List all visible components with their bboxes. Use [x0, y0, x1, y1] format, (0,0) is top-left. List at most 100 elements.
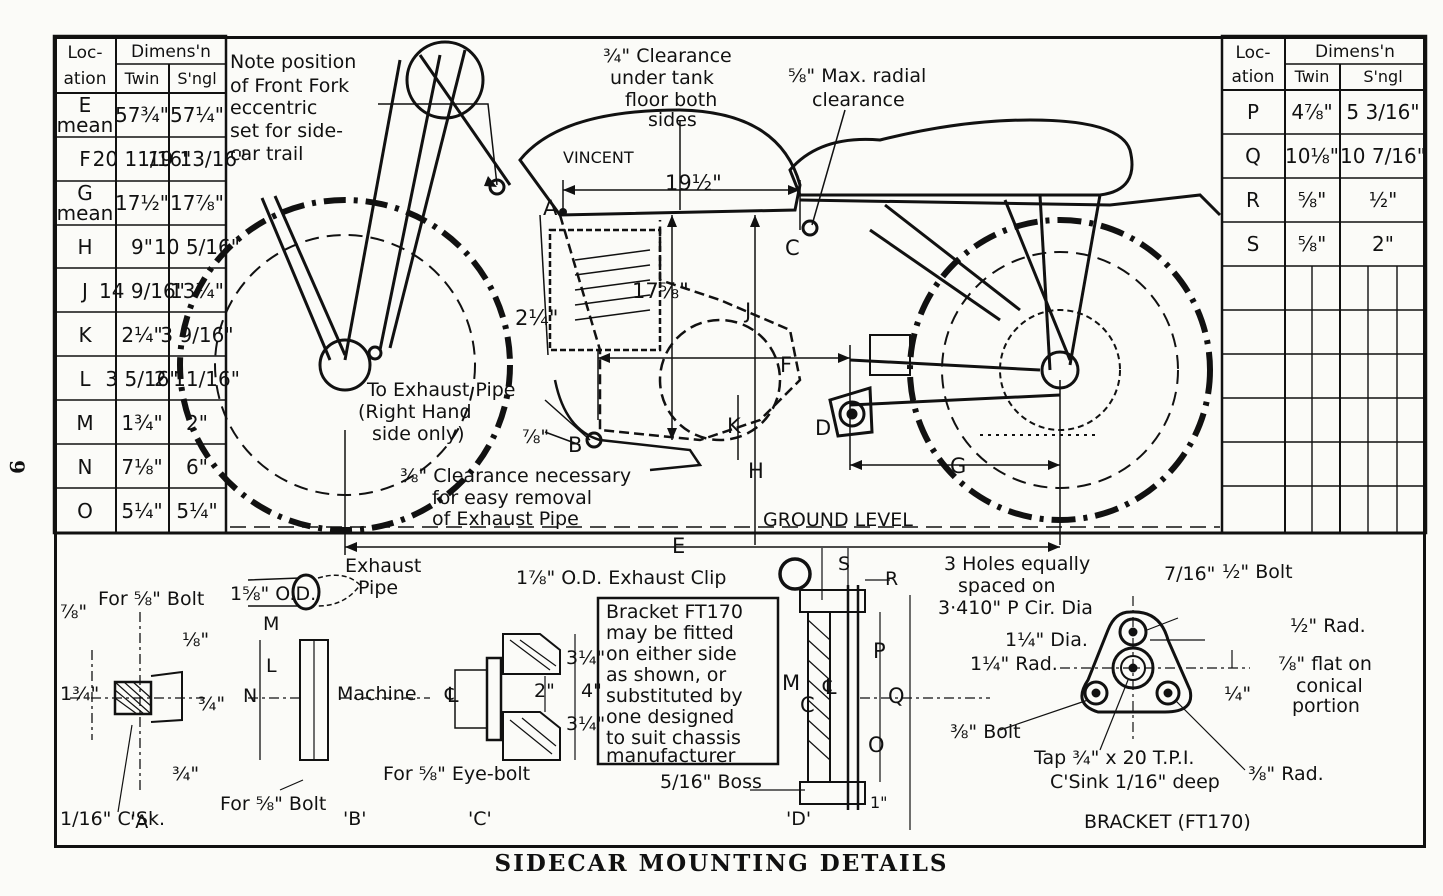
detail-C-labels: 1⅞" O.D. Exhaust Clip 3¼" 2" 4" 3¼" ℄ Fo… [383, 567, 726, 830]
lt-row-single: 3 9/16" [160, 323, 233, 347]
left-table-text: Loc- ation Dimens'n Twin S'ngl [64, 42, 217, 89]
mount-D-plate [828, 386, 874, 438]
radial-note-2: clearance [812, 89, 905, 111]
lt-row-loc: E [79, 93, 92, 117]
bracket-flat-1: ⅞" flat on [1278, 653, 1372, 675]
detail-A-label: 'A' [130, 811, 153, 833]
rt-row-twin: ⅝" [1298, 232, 1327, 256]
detail-B-pipe-2: Pipe [358, 577, 398, 599]
detail-B-N: N [243, 685, 257, 707]
detail-C-2: 2" [534, 680, 555, 702]
detail-D-label: 'D' [786, 808, 811, 830]
detail-C-4: 4" [581, 680, 602, 702]
label-D: D [815, 416, 831, 440]
removal-note-2: for easy removal [432, 487, 592, 509]
exhaust-note-1: To Exhaust Pipe [366, 379, 515, 401]
dim-7-8: ⅞" [522, 426, 549, 448]
lt-hdr-loc2: ation [64, 69, 107, 89]
lt-row-twin: 17½" [115, 191, 169, 215]
detail-B-labels: Exhaust Pipe 1⅝" O.D. M L N Machine For … [220, 555, 421, 830]
lt-row-twin: 3 5/16" [105, 367, 178, 391]
removal-note-3: of Exhaust Pipe [432, 508, 579, 530]
bracket-dia: 1¼" Dia. [1005, 629, 1088, 651]
bracket-ft170 [999, 596, 1250, 771]
tap-note-2: C'Sink 1/16" deep [1050, 771, 1220, 793]
right-table-grid [1222, 266, 1426, 533]
rt-row-loc: Q [1245, 144, 1261, 168]
lt-row-single: 2 11/16" [154, 367, 240, 391]
lt-hdr-dimens: Dimens'n [131, 42, 211, 62]
bracket-title: BRACKET (FT170) [1084, 811, 1251, 833]
lt-row-loc: L [79, 367, 91, 391]
lt-hdr-loc1: Loc- [67, 43, 102, 63]
detail-C [454, 633, 576, 761]
radial-note-1: ⅝" Max. radial [788, 65, 926, 87]
lt-row-loc: mean [57, 201, 114, 225]
detail-B-od: 1⅝" O.D. [230, 583, 316, 605]
bracket-note-1: Bracket FT170 [606, 601, 743, 623]
lt-hdr-single: S'ngl [177, 69, 216, 88]
detail-B-machine: Machine [337, 683, 417, 705]
rt-row-loc: R [1246, 188, 1260, 212]
bracket-flat-3: portion [1292, 695, 1360, 717]
rt-hdr-single: S'ngl [1363, 67, 1402, 86]
tank-note-3: floor both [625, 89, 717, 111]
rt-hdr-dimens: Dimens'n [1315, 42, 1395, 62]
label-J: J [743, 299, 751, 323]
bracket-bolt-half: ½" Bolt [1222, 561, 1293, 583]
bracket-rad-half: ½" Rad. [1290, 615, 1366, 637]
bike-dimension-lines [230, 103, 1220, 555]
bracket-note-7: to suit chassis [606, 727, 741, 749]
rt-row-twin: 10⅛" [1285, 144, 1339, 168]
ground-level: GROUND LEVEL [763, 509, 913, 531]
label-B: B [568, 433, 582, 457]
rt-row-single: 2" [1372, 232, 1394, 256]
bracket-note-5: substituted by [606, 685, 743, 707]
lt-row-loc: mean [57, 113, 114, 137]
rt-row-single: 10 7/16" [1340, 144, 1426, 168]
lt-row-twin: 7⅛" [121, 455, 162, 479]
detail-A-labels: For ⅝" Bolt ⅞" 1¾" ⅛" ¾" ¾" 1/16" C'Sk. … [60, 588, 225, 833]
detail-B-pipe-1: Exhaust [345, 555, 421, 577]
rt-row-loc: P [1247, 100, 1259, 124]
tank-note-1: ¾" Clearance [603, 45, 732, 67]
rt-row-twin: ⅝" [1298, 188, 1327, 212]
label-H: H [748, 459, 764, 483]
lt-row-single: 5¼" [176, 499, 217, 523]
rt-hdr-loc2: ation [1232, 67, 1275, 87]
detail-A-csk: 1/16" C'Sk. [60, 808, 165, 830]
lt-row-loc: M [76, 411, 93, 435]
front-fork-note-4: set for side- [230, 120, 343, 142]
rear-subframe [799, 193, 1222, 407]
lt-row-loc: G [77, 181, 93, 205]
detail-C-label: 'C' [468, 808, 492, 830]
dim-17-625: 17⅝" [632, 279, 689, 303]
mount-C [801, 219, 819, 237]
front-fork-note-3: eccentric [230, 97, 317, 119]
lt-row-single: 6" [186, 455, 208, 479]
detail-D-C: C [800, 693, 815, 717]
lt-row-loc: N [78, 455, 93, 479]
right-dimension-table [1220, 34, 1428, 535]
bracket-bolt-3-8: ⅜" Bolt [950, 721, 1021, 743]
detail-C-3-25b: 3¼" [566, 713, 605, 735]
bracket-ft170-labels: 3 Holes equally spaced on 3·410" P Cir. … [938, 553, 1372, 833]
motorcycle-side-view [177, 40, 1222, 533]
holes-note-1: 3 Holes equally [944, 553, 1090, 575]
exhaust-note-3: side only) [372, 423, 465, 445]
detail-A-1-75: 1¾" [60, 683, 99, 705]
label-G: G [950, 454, 966, 478]
rt-hdr-twin: Twin [1294, 67, 1330, 86]
lt-row-twin: 9" [131, 235, 153, 259]
lt-row-twin: 20 11/16" [93, 147, 192, 171]
vincent-badge: VINCENT [563, 148, 634, 167]
lt-row-single: 19 13/16" [148, 147, 247, 171]
detail-D-S: S [838, 553, 850, 575]
holes-note-3: 3·410" P Cir. Dia [938, 597, 1093, 619]
detail-A-bolt: For ⅝" Bolt [98, 588, 204, 610]
detail-D-labels: S R P Q O M C ℄ 5/16" Boss 1" 'D' [660, 553, 905, 830]
bracket-note-2: may be fitted [606, 622, 734, 644]
detail-D [750, 548, 990, 830]
detail-A-7-8: ⅞" [60, 601, 87, 623]
